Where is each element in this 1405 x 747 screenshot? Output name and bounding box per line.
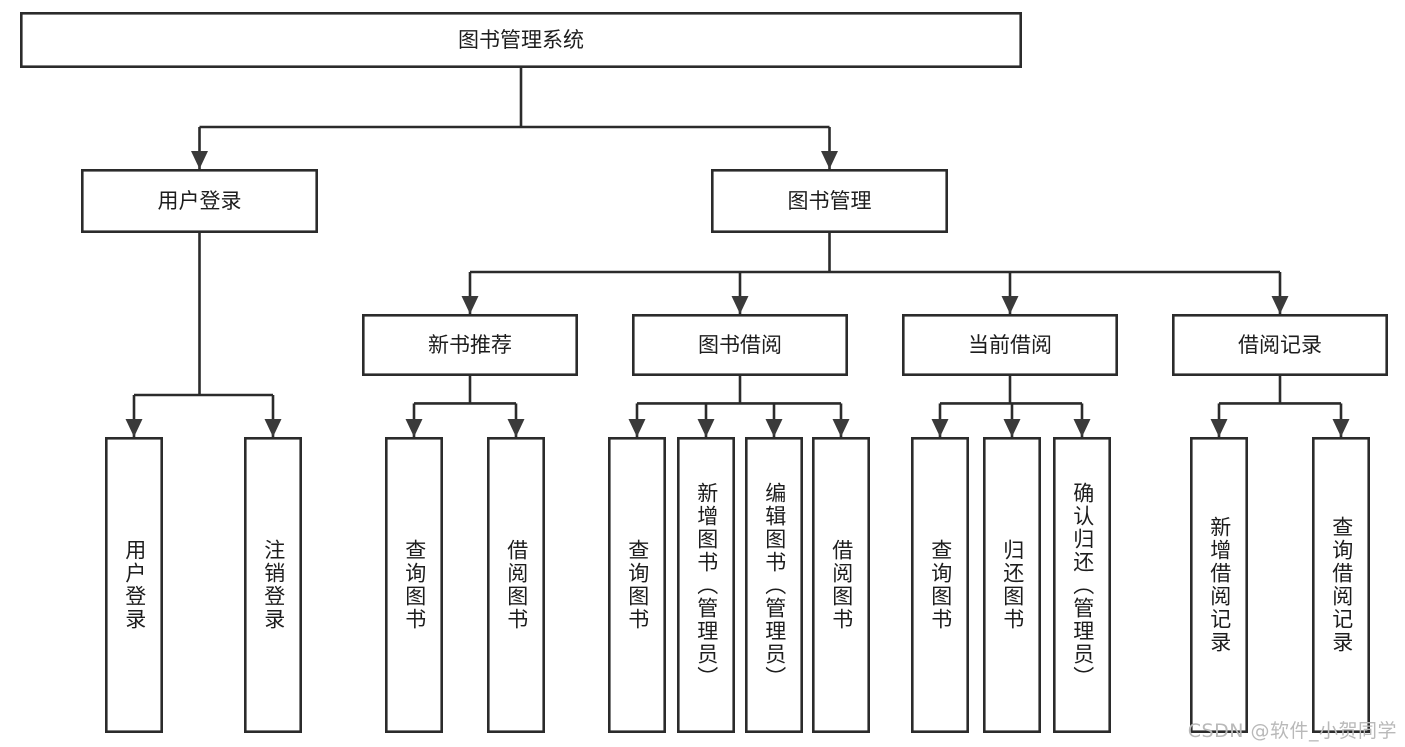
node-box-user-login[interactable]: [81, 169, 318, 234]
arrow-user-login: [191, 151, 208, 169]
node-box-leaf-user-logout[interactable]: [244, 436, 303, 733]
node-box-book-manage[interactable]: [710, 169, 948, 234]
arrow-leaf-borrow-edit-book: [765, 419, 783, 437]
node-label-current-borrow: 当前借阅: [968, 333, 1052, 357]
arrow-leaf-cur-return-book: [1003, 419, 1021, 437]
node-box-new-book-rec[interactable]: [361, 313, 578, 376]
node-box-leaf-cur-return-book[interactable]: [982, 436, 1041, 733]
arrow-leaf-borrow-lend-book: [832, 419, 850, 437]
arrow-leaf-rec-borrow-book: [507, 419, 525, 437]
boxes-layer: [19, 12, 1389, 733]
node-box-leaf-rec-add-record[interactable]: [1190, 436, 1249, 733]
arrow-current-borrow: [1001, 296, 1019, 314]
node-box-leaf-cur-query-book[interactable]: [910, 436, 969, 733]
arrow-leaf-user-logout: [264, 419, 282, 437]
arrow-book-borrow: [731, 296, 749, 314]
node-box-leaf-user-login[interactable]: [105, 436, 164, 733]
node-box-borrow-record[interactable]: [1172, 313, 1389, 376]
arrow-leaf-borrow-query-book: [628, 419, 646, 437]
arrow-book-manage: [821, 151, 838, 169]
node-box-leaf-borrow-lend-book[interactable]: [811, 436, 870, 733]
node-box-root[interactable]: [19, 12, 1023, 69]
arrow-leaf-user-login: [125, 419, 143, 437]
arrow-leaf-rec-query-book: [405, 419, 423, 437]
arrow-leaf-rec-add-record: [1210, 419, 1228, 437]
node-box-leaf-rec-query-book[interactable]: [384, 436, 443, 733]
node-label-book-borrow: 图书借阅: [698, 333, 782, 357]
node-box-leaf-cur-confirm-return[interactable]: [1053, 436, 1112, 733]
node-label-book-manage: 图书管理: [788, 189, 872, 213]
arrow-leaf-borrow-add-book: [697, 419, 715, 437]
arrow-leaf-rec-query-record: [1332, 419, 1350, 437]
node-box-current-borrow[interactable]: [901, 313, 1118, 376]
node-label-user-login: 用户登录: [158, 189, 242, 213]
arrow-borrow-record: [1271, 296, 1289, 314]
node-box-leaf-borrow-edit-book[interactable]: [744, 436, 803, 733]
node-box-book-borrow[interactable]: [631, 313, 848, 376]
node-label-root: 图书管理系统: [458, 28, 584, 52]
arrow-new-book-rec: [461, 296, 479, 314]
node-label-borrow-record: 借阅记录: [1238, 333, 1322, 357]
arrow-leaf-cur-query-book: [931, 419, 949, 437]
node-label-new-book-rec: 新书推荐: [428, 333, 512, 357]
connectors-layer: [125, 68, 1350, 437]
node-box-leaf-borrow-add-book[interactable]: [676, 436, 735, 733]
node-box-leaf-rec-borrow-book[interactable]: [486, 436, 545, 733]
node-box-leaf-borrow-query-book[interactable]: [607, 436, 666, 733]
arrow-leaf-cur-confirm-return: [1073, 419, 1091, 437]
watermark: CSDN @软件_小贺同学: [1187, 720, 1397, 742]
node-box-leaf-rec-query-record[interactable]: [1312, 436, 1371, 733]
